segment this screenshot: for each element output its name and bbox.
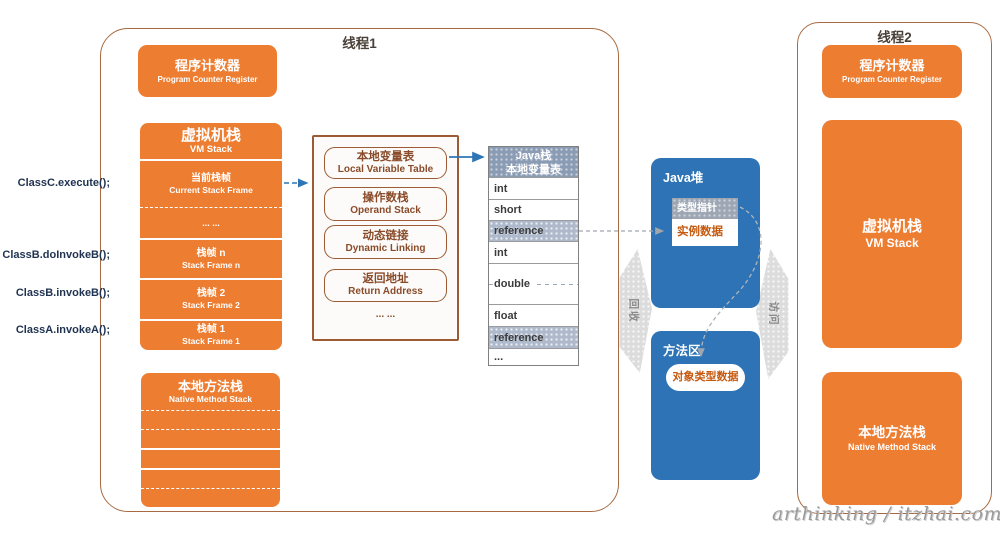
empty-stack-slot [141,448,280,468]
table-header-line1: Java栈 [515,150,552,162]
empty-stack-slot [141,488,280,507]
thread2-container: 线程2 [797,22,992,514]
code-label-classc-execute: ClassC.execute(); [17,177,110,189]
thread1-container: 线程1 [100,28,619,512]
java-stack-table-header: Java栈 本地变量表 [489,147,578,177]
frame-label-en: Stack Frame n [181,259,241,270]
detail-label-en: Dynamic Linking [345,242,426,254]
watermark: arthinking / itzhai.com [772,503,1000,525]
empty-stack-slot [141,429,280,448]
detail-ellipsis: ... ... [375,309,396,320]
stack-frames-ellipsis-row: ... ... [140,207,282,238]
frame-label-zh: 栈帧 2 [196,288,226,299]
detail-label-en: Return Address [348,286,423,297]
detail-label-en: Operand Stack [350,204,421,216]
table-row-reference: reference [489,326,578,348]
nms2-label-en: Native Method Stack [847,441,937,452]
empty-stack-slot [141,410,280,429]
frame-label-en: Stack Frame 1 [182,336,240,346]
vm-stack-header: 虚拟机栈 VM Stack [140,123,282,159]
nms2-label-zh: 本地方法栈 [858,424,926,440]
thread2-program-counter-register: 程序计数器 Program Counter Register [822,45,962,98]
empty-stack-slot [141,468,280,488]
table-row-short: short [489,199,578,220]
vm-stack-label-zh: 虚拟机栈 [180,127,241,144]
object-type-data-pill: 对象类型数据 [666,364,745,391]
table-row-int: int [489,177,578,199]
thread1-program-counter-register: 程序计数器 Program Counter Register [138,45,277,97]
table-row-ellipsis: ... [489,348,578,365]
detail-label-zh: 动态链接 [362,229,409,242]
gc-arrow: 回收 [619,249,652,373]
instance-data-cell: 实例数据 [672,219,738,246]
frame-label-zh: 栈帧 n [196,247,226,259]
return-address-item: 返回地址 Return Address [324,269,447,302]
operand-stack-item: 操作数栈 Operand Stack [324,187,447,221]
table-row-double: double [489,263,578,304]
frame-label-zh: 当前栈帧 [191,172,231,184]
frame-label-en: Stack Frame 2 [182,300,240,310]
pcr1-label-zh: 程序计数器 [174,57,240,73]
stack-frame-1-row: 栈帧 1 Stack Frame 1 [140,319,282,350]
thread1-native-method-stack: 本地方法栈 Native Method Stack [141,373,280,507]
method-area: 方法区 对象类型数据 [651,331,760,480]
vm2-label-en: VM Stack [865,236,919,250]
frame-label-en: Current Stack Frame [169,184,253,195]
frame-label-zh: 栈帧 1 [196,324,226,335]
local-variable-table-item: 本地变量表 Local Variable Table [324,147,447,179]
code-label-classb-invokeb: ClassB.invokeB(); [15,287,110,299]
java-heap: Java堆 类型指针 实例数据 [651,158,760,308]
type-pointer-cell: 类型指针 [672,198,738,219]
gc-arrow-label: 回收 [627,298,640,324]
vm-stack-label-en: VM Stack [189,144,233,155]
detail-label-en: Local Variable Table [337,163,434,175]
stack-frame-n-row: 栈帧 n Stack Frame n [140,238,282,278]
pcr2-label-en: Program Counter Register [841,75,943,84]
pcr2-label-zh: 程序计数器 [859,58,925,73]
pcr1-label-en: Program Counter Register [157,74,258,84]
detail-label-zh: 返回地址 [362,273,409,285]
nms-label-en: Native Method Stack [168,393,253,404]
code-label-classa-invokea: ClassA.invokeA(); [15,324,110,336]
thread2-title: 线程2 [877,30,912,45]
table-row-reference: reference [489,220,578,241]
thread2-vm-stack: 虚拟机栈 VM Stack [822,120,962,348]
method-area-title: 方法区 [663,344,701,358]
table-row-float: float [489,304,578,326]
thread1-title: 线程1 [342,36,377,51]
detail-label-zh: 本地变量表 [356,150,415,163]
native-method-stack-header: 本地方法栈 Native Method Stack [141,373,280,410]
thread1-vm-stack: 虚拟机栈 VM Stack 当前栈帧 Current Stack Frame .… [140,123,282,350]
java-heap-title: Java堆 [663,171,704,185]
dynamic-linking-item: 动态链接 Dynamic Linking [324,225,447,259]
access-arrow: 访问 [756,249,789,379]
table-header-line2: 本地变量表 [506,164,561,176]
detail-label-zh: 操作数栈 [362,191,409,204]
stack-frame-2-row: 栈帧 2 Stack Frame 2 [140,278,282,319]
thread2-native-method-stack: 本地方法栈 Native Method Stack [822,372,962,505]
code-label-classb-doinvokeb: ClassB.doInvokeB(); [2,249,110,261]
stack-frame-detail-box: 本地变量表 Local Variable Table 操作数栈 Operand … [312,135,459,341]
java-stack-local-variable-table: Java栈 本地变量表 int short reference int doub… [488,146,579,366]
current-stack-frame-row: 当前栈帧 Current Stack Frame [140,159,282,207]
table-row-int: int [489,241,578,263]
vm2-label-zh: 虚拟机栈 [861,218,922,235]
nms-label-zh: 本地方法栈 [177,378,243,394]
access-arrow-label: 访问 [767,301,780,327]
